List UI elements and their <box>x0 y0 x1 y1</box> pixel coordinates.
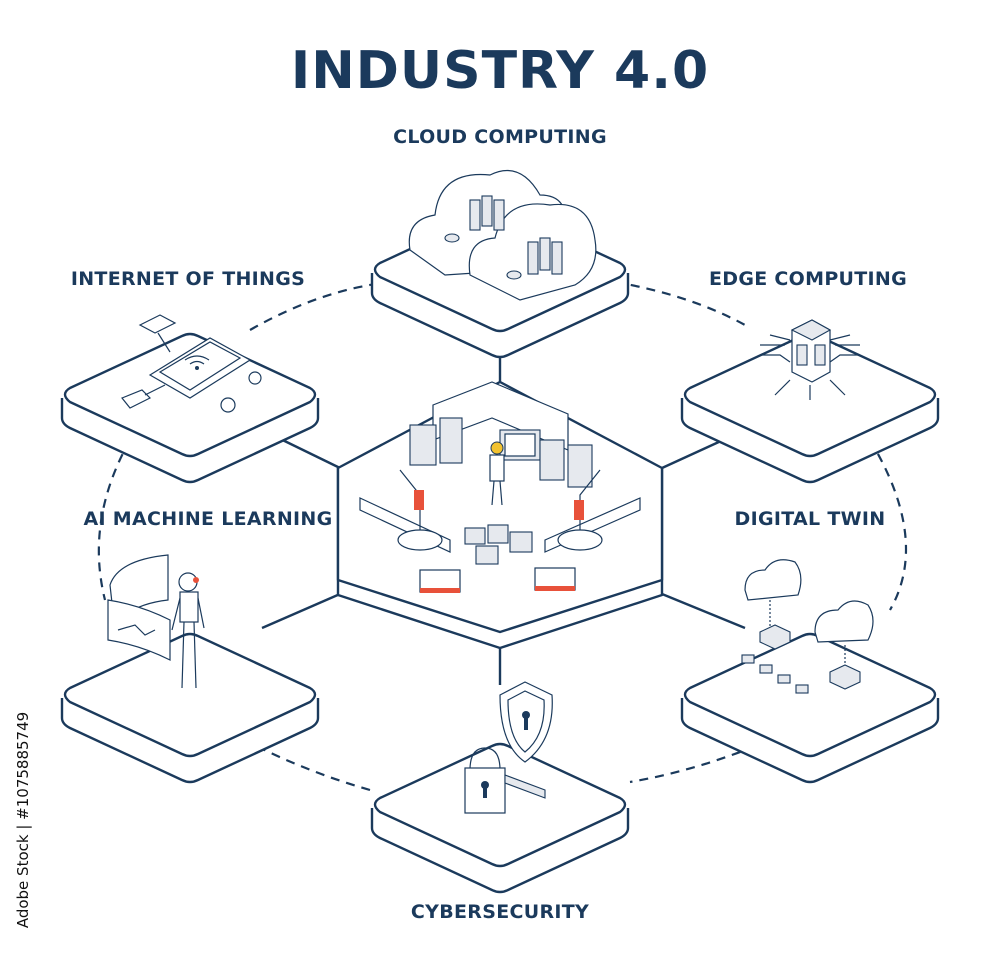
factory-icon <box>359 381 641 593</box>
edge-server-chip-icon <box>760 319 860 400</box>
label-cybersecurity: CYBERSECURITY <box>411 901 589 923</box>
digital-twin-node <box>680 559 940 784</box>
iot-devices-icon <box>121 314 262 413</box>
central-factory-hexagon <box>336 380 664 650</box>
label-digital-twin: DIGITAL TWIN <box>735 508 886 530</box>
ai-robot-icon <box>107 554 205 689</box>
internet-of-things-node <box>60 314 320 484</box>
edge-computing-node <box>680 319 940 484</box>
digital-twin-icon <box>741 559 874 694</box>
label-ai-machine-learning: AI MACHINE LEARNING <box>84 508 333 530</box>
page-title: INDUSTRY 4.0 <box>291 41 709 101</box>
ai-machine-learning-node <box>60 554 320 784</box>
label-edge-computing: EDGE COMPUTING <box>709 268 907 290</box>
cloud-computing-node <box>370 169 630 359</box>
stock-id-watermark: Adobe Stock | #1075885749 <box>14 712 32 928</box>
label-internet-of-things: INTERNET OF THINGS <box>71 268 305 290</box>
shield-lock-icon <box>464 681 553 814</box>
cloud-servers-icon <box>408 169 597 301</box>
label-cloud-computing: CLOUD COMPUTING <box>393 126 607 148</box>
cybersecurity-node <box>370 681 630 894</box>
